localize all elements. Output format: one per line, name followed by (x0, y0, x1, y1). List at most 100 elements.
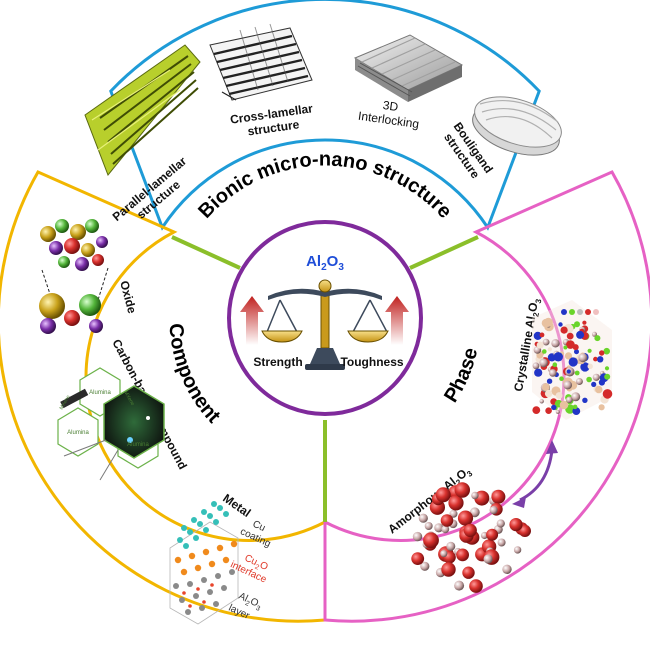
cross-lamellar-label: Cross-lamellarstructure (229, 101, 316, 140)
crystal-atom (558, 322, 563, 327)
balance-scale-icon (261, 279, 389, 370)
center-formula: Al2O3 (306, 253, 344, 273)
phase-arrow-head-bottom (512, 497, 526, 508)
amorphous-atom (471, 491, 479, 500)
crystal-atom (582, 320, 587, 325)
oxide-crystal-image (39, 219, 109, 334)
crystal-atom (539, 399, 544, 404)
crystal-atom (598, 404, 605, 411)
hex-label-alumina-2: Alumina (67, 430, 89, 436)
amorphous-atom (469, 507, 480, 518)
crystal-atom (578, 353, 588, 363)
amorphous-atom (440, 550, 448, 558)
toughness-up-arrow (385, 296, 409, 345)
amorphous-atom (456, 548, 469, 562)
crystalline-structure-image (532, 300, 613, 420)
crystal-atom (594, 335, 601, 342)
phase-title: Phase (440, 346, 482, 407)
crystal-atom (532, 406, 541, 414)
crystal-atom (587, 363, 593, 369)
amorphous-structure-image (411, 482, 532, 593)
crystal-atom (539, 358, 548, 368)
crystal-atom (551, 339, 560, 348)
crystal-atom (566, 332, 574, 340)
amorphous-atom (446, 541, 456, 551)
crystal-atom (546, 378, 553, 384)
crystal-atom (541, 318, 551, 328)
crystal-atom (566, 340, 575, 349)
hex-label-alumina-3: Alumina (127, 442, 149, 448)
amorphous-atom (441, 525, 450, 534)
structure-title: Bionic micro-nano structure (194, 149, 456, 223)
crystal-atom (574, 370, 580, 376)
amorphous-atom (435, 487, 451, 503)
crystal-atom (553, 352, 563, 362)
crystal-atom (599, 350, 605, 356)
crystal-atom (563, 380, 572, 390)
amorphous-atom (418, 513, 428, 523)
crystal-atom (597, 356, 604, 363)
crystal-atom (559, 376, 564, 382)
amorphous-atom (448, 495, 464, 511)
crystal-atom (534, 368, 543, 377)
crystal-atom (598, 379, 606, 386)
crystal-atom (552, 362, 558, 368)
strength-up-arrow (240, 296, 264, 345)
amorphous-atom (411, 552, 425, 565)
amorphous-atom (449, 509, 458, 518)
crystal-atom (595, 385, 603, 394)
amorphous-atom (454, 482, 470, 498)
crystal-atom (551, 404, 557, 411)
hexagonal-carbon-image (57, 367, 165, 481)
amorphous-atom (497, 538, 506, 547)
phase-arrow-head-top (546, 440, 558, 454)
crystal-atom (568, 357, 578, 367)
3d-interlocking-label: 3DInterlocking (357, 95, 422, 131)
crystal-atom (592, 373, 600, 381)
phase-transition-arrow (519, 449, 554, 502)
parallel-lamellar-image (84, 44, 201, 176)
amorphous-atom (434, 523, 444, 533)
crystal-atom (539, 332, 545, 338)
crystal-atom (586, 376, 592, 383)
cu2o-interface-label: Cu2Ointerface (229, 549, 274, 586)
crystal-atom (572, 404, 578, 410)
crystal-atom (587, 348, 592, 353)
crystal-atom (555, 409, 560, 414)
amorphous-atom (440, 514, 454, 527)
crystal-atom (593, 356, 598, 362)
crystal-atom (576, 330, 585, 339)
cu-coating-label: Cucoating (238, 515, 277, 549)
amorphous-atom (486, 528, 499, 541)
divider-right (409, 235, 479, 270)
oxide-label: Oxide (117, 279, 139, 315)
crystal-atom (580, 362, 590, 372)
crystal-legend (561, 309, 599, 315)
crystal-atom (563, 345, 568, 350)
component-section-border (0, 170, 327, 623)
crystal-atom (542, 383, 550, 392)
metal-lattice-image (169, 501, 239, 625)
crystal-atom (544, 389, 553, 398)
crystal-atom (592, 331, 597, 337)
3d-interlocking-image (353, 34, 464, 102)
crystal-atom (603, 347, 610, 355)
amorphous-atom (489, 506, 498, 515)
divider-left (171, 235, 241, 270)
amorphous-atom (420, 561, 430, 571)
crystal-atom (566, 396, 573, 404)
amorphous-atom (518, 524, 532, 538)
cross-lamellar-image (209, 23, 313, 101)
crystal-atom (555, 392, 563, 399)
crystal-atom (575, 378, 583, 385)
bouligand-image (472, 96, 562, 156)
hex-label-alumina-1: Alumina (89, 390, 111, 396)
crystal-atom (545, 407, 552, 415)
crystal-atom (547, 347, 552, 352)
strength-label: Strength (253, 355, 302, 369)
amorphous-atom (513, 546, 522, 554)
amorphous-atom (491, 489, 506, 504)
crystal-atom (574, 349, 579, 355)
crystal-atom (574, 321, 580, 328)
crystal-atom (591, 381, 597, 387)
